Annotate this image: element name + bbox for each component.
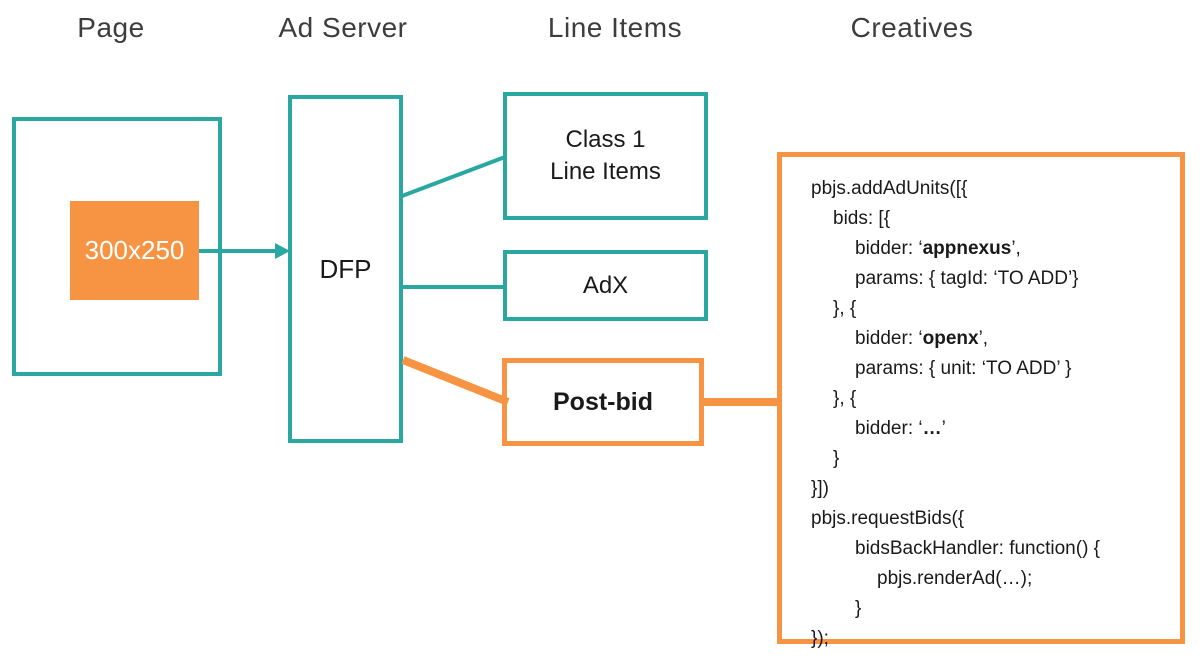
class1-label-line1: Class 1	[565, 125, 646, 153]
code-line: params: { unit: ‘TO ADD’ }	[855, 358, 1072, 379]
code-line: });	[811, 628, 829, 649]
code-line: pbjs.addAdUnits([{	[811, 178, 968, 199]
code-line: }, {	[833, 388, 857, 409]
code-line: bidder: ‘…’	[855, 418, 946, 439]
code-line: }	[833, 448, 840, 469]
postbid-box: Post-bid	[502, 358, 704, 446]
line-dfp-to-postbid	[401, 356, 510, 406]
code-line: bidder: ‘openx’,	[855, 328, 989, 349]
line-dfp-to-class1	[401, 155, 506, 198]
page-box: 300x250	[12, 117, 222, 376]
header-page: Page	[77, 12, 145, 43]
code-line: params: { tagId: ‘TO ADD’}	[855, 268, 1079, 289]
code-line: }])	[811, 478, 829, 499]
creatives-code-box: pbjs.addAdUnits([{ bids: [{ bidder: ‘appne…	[777, 152, 1185, 649]
code-line: }	[855, 598, 862, 619]
dfp-box: DFP	[288, 95, 403, 443]
header-line-items: Line Items	[547, 12, 683, 43]
code-line: pbjs.renderAd(…);	[877, 568, 1033, 589]
code-line: }, {	[833, 298, 857, 319]
code-line: pbjs.requestBids({	[811, 508, 965, 529]
ad-slot-300x250: 300x250	[70, 201, 199, 300]
code-line: bidsBackHandler: function() {	[855, 538, 1101, 559]
code-line: bidder: ‘appnexus’,	[855, 238, 1021, 259]
code-line: bids: [{	[833, 208, 891, 229]
class1-line-items-box: Class 1 Line Items	[503, 92, 708, 220]
header-ad-server: Ad Server	[278, 12, 408, 43]
adx-box: AdX	[503, 250, 708, 321]
header-creatives: Creatives	[850, 12, 974, 43]
class1-label-line2: Line Items	[550, 158, 661, 185]
